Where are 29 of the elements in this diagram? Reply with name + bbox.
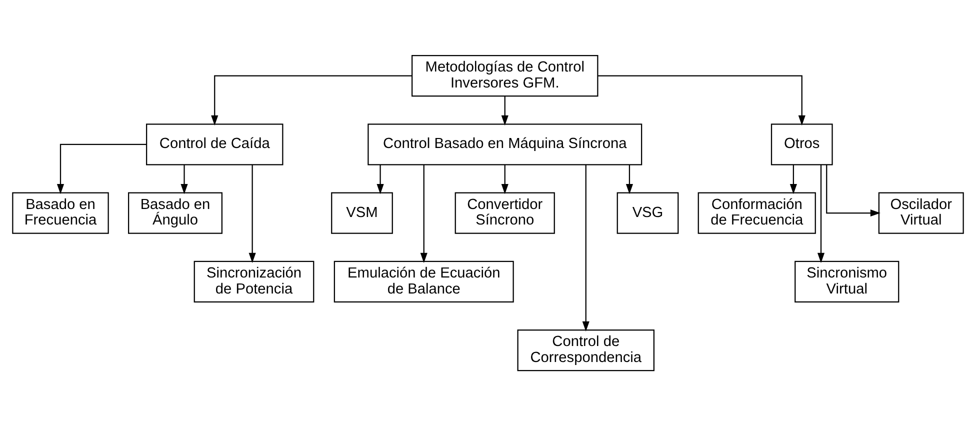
node-box: Oscilador Virtual [878, 192, 964, 234]
node-box: VSM [331, 192, 393, 234]
arrow [501, 164, 508, 194]
node-box: Emulación de Ecuación de Balance [334, 260, 514, 302]
arrow [211, 75, 412, 126]
arrow [501, 96, 508, 126]
arrow [790, 164, 797, 194]
arrow [376, 164, 384, 194]
node-box: Basado en Ángulo [128, 192, 222, 234]
node-box: Basado en Frecuencia [12, 192, 109, 234]
node-box: Otros [770, 124, 833, 166]
arrow [248, 164, 256, 263]
arrow [180, 164, 188, 194]
node-box: Sincronismo Virtual [794, 260, 900, 302]
arrow [817, 164, 825, 263]
node-box: Sincronización de Potencia [194, 260, 314, 302]
node-box: Metodologías de Control Inversores GFM. [412, 54, 598, 97]
node-box: Control de Caída [146, 124, 284, 166]
node-box: Conformación de Frecuencia [698, 192, 816, 234]
node-box: Control de Correspondencia [517, 329, 654, 372]
arrow [626, 164, 634, 194]
arrow [420, 164, 428, 263]
arrow [598, 75, 806, 126]
node-box: Control Basado en Máquina Síncrona [368, 124, 642, 166]
node-box: Convertidor Síncrono [454, 192, 555, 234]
arrow [582, 164, 590, 332]
arrow [56, 144, 146, 194]
arrow [826, 164, 881, 217]
node-box: VSG [616, 192, 679, 234]
